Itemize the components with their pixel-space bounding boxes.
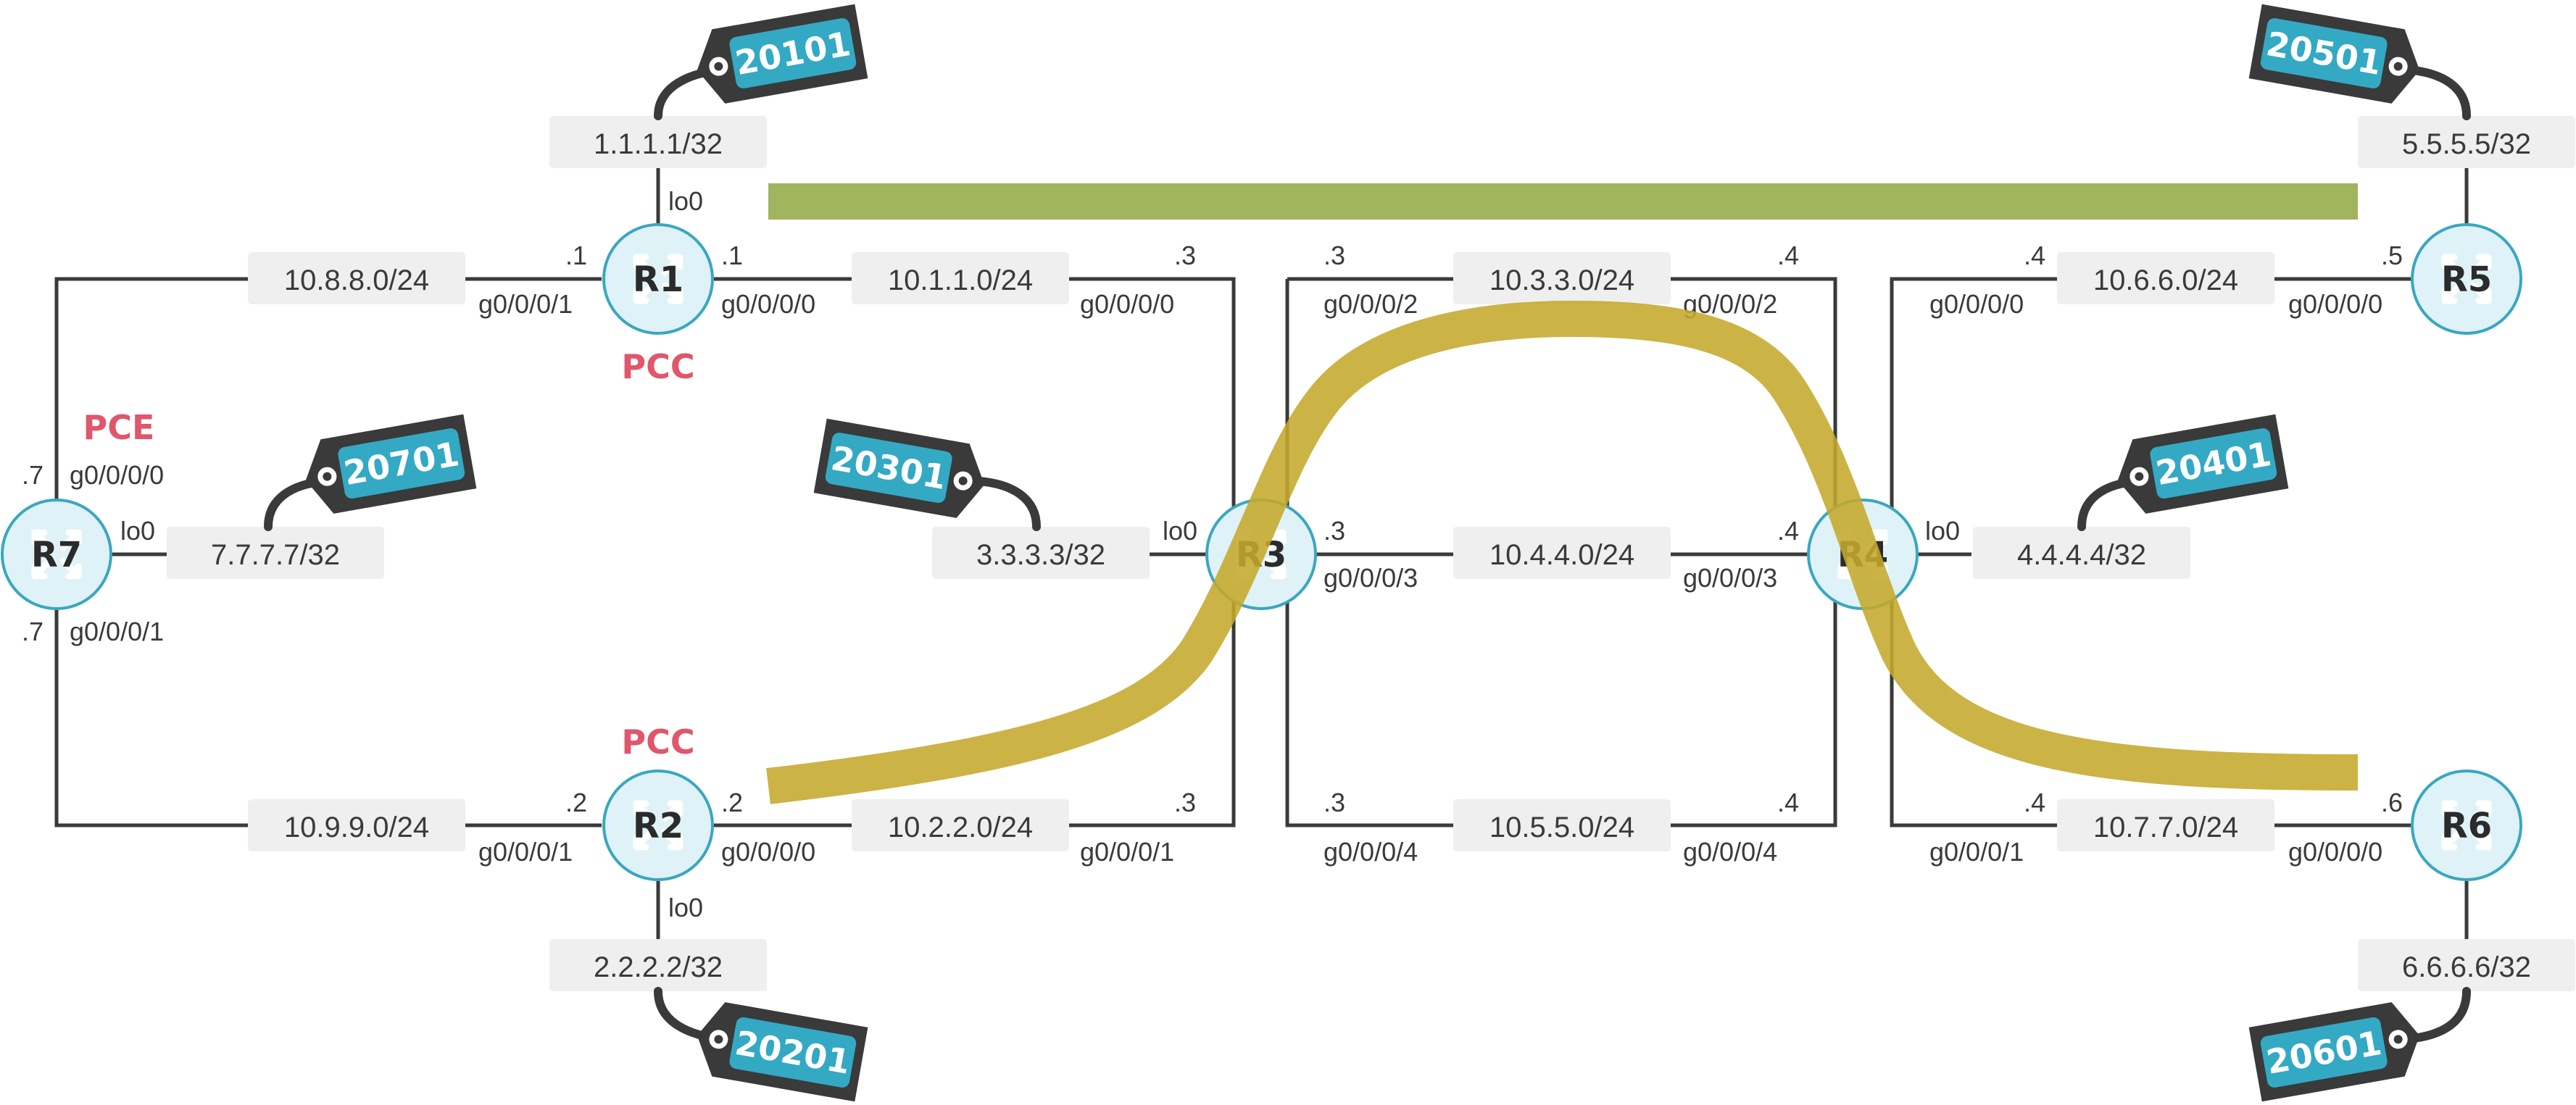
- interface-label: g0/0/0/1: [1929, 837, 2024, 867]
- tag-string: [2402, 65, 2471, 120]
- host-octet-labels: .1 .1 .3 .3 .4 .4 .5 .7 .7 .3 .4 .2 .2 .…: [22, 241, 2403, 817]
- interface-label: g0/0/0/1: [478, 289, 573, 319]
- router-r2: R2: [602, 770, 714, 881]
- loopback-label: 1.1.1.1/32: [594, 128, 723, 160]
- router-label: R1: [633, 259, 684, 300]
- loopback-labels: 1.1.1.1/32 2.2.2.2/32 3.3.3.3/32 4.4.4.4…: [167, 116, 2575, 991]
- label-tag-icon: 20101: [697, 4, 868, 104]
- label-tag-icon: 20401: [2117, 414, 2289, 514]
- interface-label: g0/0/0/1: [1080, 837, 1174, 867]
- interface-label: g0/0/0/3: [1324, 563, 1418, 593]
- host-octet-label: .4: [1777, 788, 1799, 817]
- interface-label: g0/0/0/3: [1683, 563, 1777, 593]
- label-tag-icon: 20601: [2248, 1002, 2420, 1102]
- router-r7: R7: [1, 499, 112, 610]
- role-labels: PCC PCC PCE: [83, 347, 695, 762]
- interface-label: g0/0/0/0: [1080, 289, 1174, 319]
- router-r5: R5: [2411, 223, 2522, 335]
- sr-te-paths: [766, 183, 2359, 804]
- lo0-label: lo0: [668, 186, 703, 216]
- interface-label: g0/0/0/4: [1324, 837, 1418, 867]
- host-octet-label: .3: [1324, 788, 1345, 817]
- label-tag-icon: 20701: [305, 414, 477, 514]
- host-octet-label: .6: [2381, 788, 2403, 817]
- host-octet-label: .4: [2024, 241, 2045, 270]
- sid-tag: 20701: [264, 414, 477, 531]
- interface-label: g0/0/0/4: [1683, 837, 1777, 867]
- host-octet-label: .3: [1174, 241, 1196, 270]
- loopback-label: 2.2.2.2/32: [594, 951, 723, 983]
- host-octet-label: .3: [1174, 788, 1196, 817]
- router-label: R2: [633, 806, 684, 846]
- interface-label: g0/0/0/1: [70, 617, 164, 646]
- sid-tag: 20501: [2248, 4, 2471, 120]
- subnet-label: 10.3.3.0/24: [1489, 264, 1634, 296]
- interface-label: g0/0/0/0: [2288, 837, 2382, 867]
- subnet-label: 10.1.1.0/24: [888, 264, 1033, 296]
- subnet-label: 10.9.9.0/24: [284, 812, 429, 843]
- sid-tags: 20101 20201 20: [264, 4, 2471, 1102]
- router-r1: R1: [602, 223, 714, 335]
- host-octet-label: .4: [2024, 788, 2045, 817]
- interface-labels: g0/0/0/1 g0/0/0/0 g0/0/0/0 g0/0/0/2 g0/0…: [70, 289, 2382, 867]
- sid-tag: 20601: [2248, 987, 2471, 1102]
- role-label-pcc: PCC: [621, 347, 694, 386]
- interface-label: g0/0/0/2: [1324, 289, 1418, 319]
- interface-label: g0/0/0/0: [721, 289, 815, 319]
- router-label: R7: [31, 535, 82, 575]
- sid-tag: 20101: [654, 4, 868, 120]
- interface-label: g0/0/0/1: [478, 837, 573, 867]
- loopback-label: 7.7.7.7/32: [211, 539, 340, 571]
- host-octet-label: .7: [22, 460, 43, 490]
- label-tag-icon: 20201: [697, 1002, 868, 1102]
- loopback-label: 3.3.3.3/32: [976, 539, 1105, 571]
- lo0-label: lo0: [1925, 516, 1960, 546]
- subnet-label: 10.2.2.0/24: [888, 812, 1033, 843]
- host-octet-label: .2: [565, 788, 587, 817]
- subnet-labels: 10.8.8.0/24 10.1.1.0/24 10.3.3.0/24 10.6…: [248, 252, 2274, 851]
- interface-label: g0/0/0/0: [1929, 289, 2024, 319]
- interface-label: g0/0/0/0: [721, 837, 815, 867]
- sid-tag: 20301: [813, 418, 1041, 531]
- link-r7-r2: [54, 577, 602, 827]
- role-label-pcc: PCC: [621, 722, 694, 762]
- tag-string: [974, 477, 1041, 531]
- role-label-pce: PCE: [83, 408, 155, 447]
- host-octet-label: .2: [721, 788, 743, 817]
- host-octet-label: .1: [721, 241, 743, 270]
- sid-tag: 20201: [654, 987, 868, 1102]
- host-octet-label: .4: [1777, 241, 1799, 270]
- loopback-label: 5.5.5.5/32: [2402, 128, 2531, 160]
- lo0-label: lo0: [1163, 516, 1197, 546]
- sid-tag: 20401: [2077, 414, 2289, 531]
- interface-label: g0/0/0/0: [70, 460, 164, 490]
- router-r6: R6: [2411, 770, 2522, 881]
- loopback-label: 6.6.6.6/32: [2402, 951, 2531, 983]
- loopback-label: 4.4.4.4/32: [2017, 539, 2146, 571]
- subnet-label: 10.8.8.0/24: [284, 264, 429, 296]
- subnet-label: 10.6.6.0/24: [2093, 264, 2238, 296]
- host-octet-label: .3: [1324, 516, 1345, 546]
- subnet-label: 10.4.4.0/24: [1489, 539, 1634, 571]
- lo0-labels: lo0 lo0 lo0 lo0 lo0: [120, 186, 1960, 922]
- lo0-label: lo0: [120, 516, 155, 546]
- label-tag-icon: 20301: [813, 418, 985, 518]
- subnet-label: 10.7.7.0/24: [2093, 812, 2238, 843]
- interface-label: g0/0/0/0: [2288, 289, 2382, 319]
- label-tag-icon: 20501: [2248, 4, 2420, 104]
- host-octet-label: .7: [22, 617, 43, 646]
- path-r2-r6: [766, 300, 2359, 804]
- host-octet-label: .3: [1324, 241, 1345, 270]
- subnet-label: 10.5.5.0/24: [1489, 812, 1634, 843]
- router-label: R6: [2441, 806, 2492, 846]
- router-label: R5: [2441, 259, 2492, 300]
- host-octet-label: .1: [565, 241, 587, 270]
- host-octet-label: .4: [1777, 516, 1799, 546]
- host-octet-label: .5: [2381, 241, 2403, 270]
- lo0-label: lo0: [668, 893, 703, 922]
